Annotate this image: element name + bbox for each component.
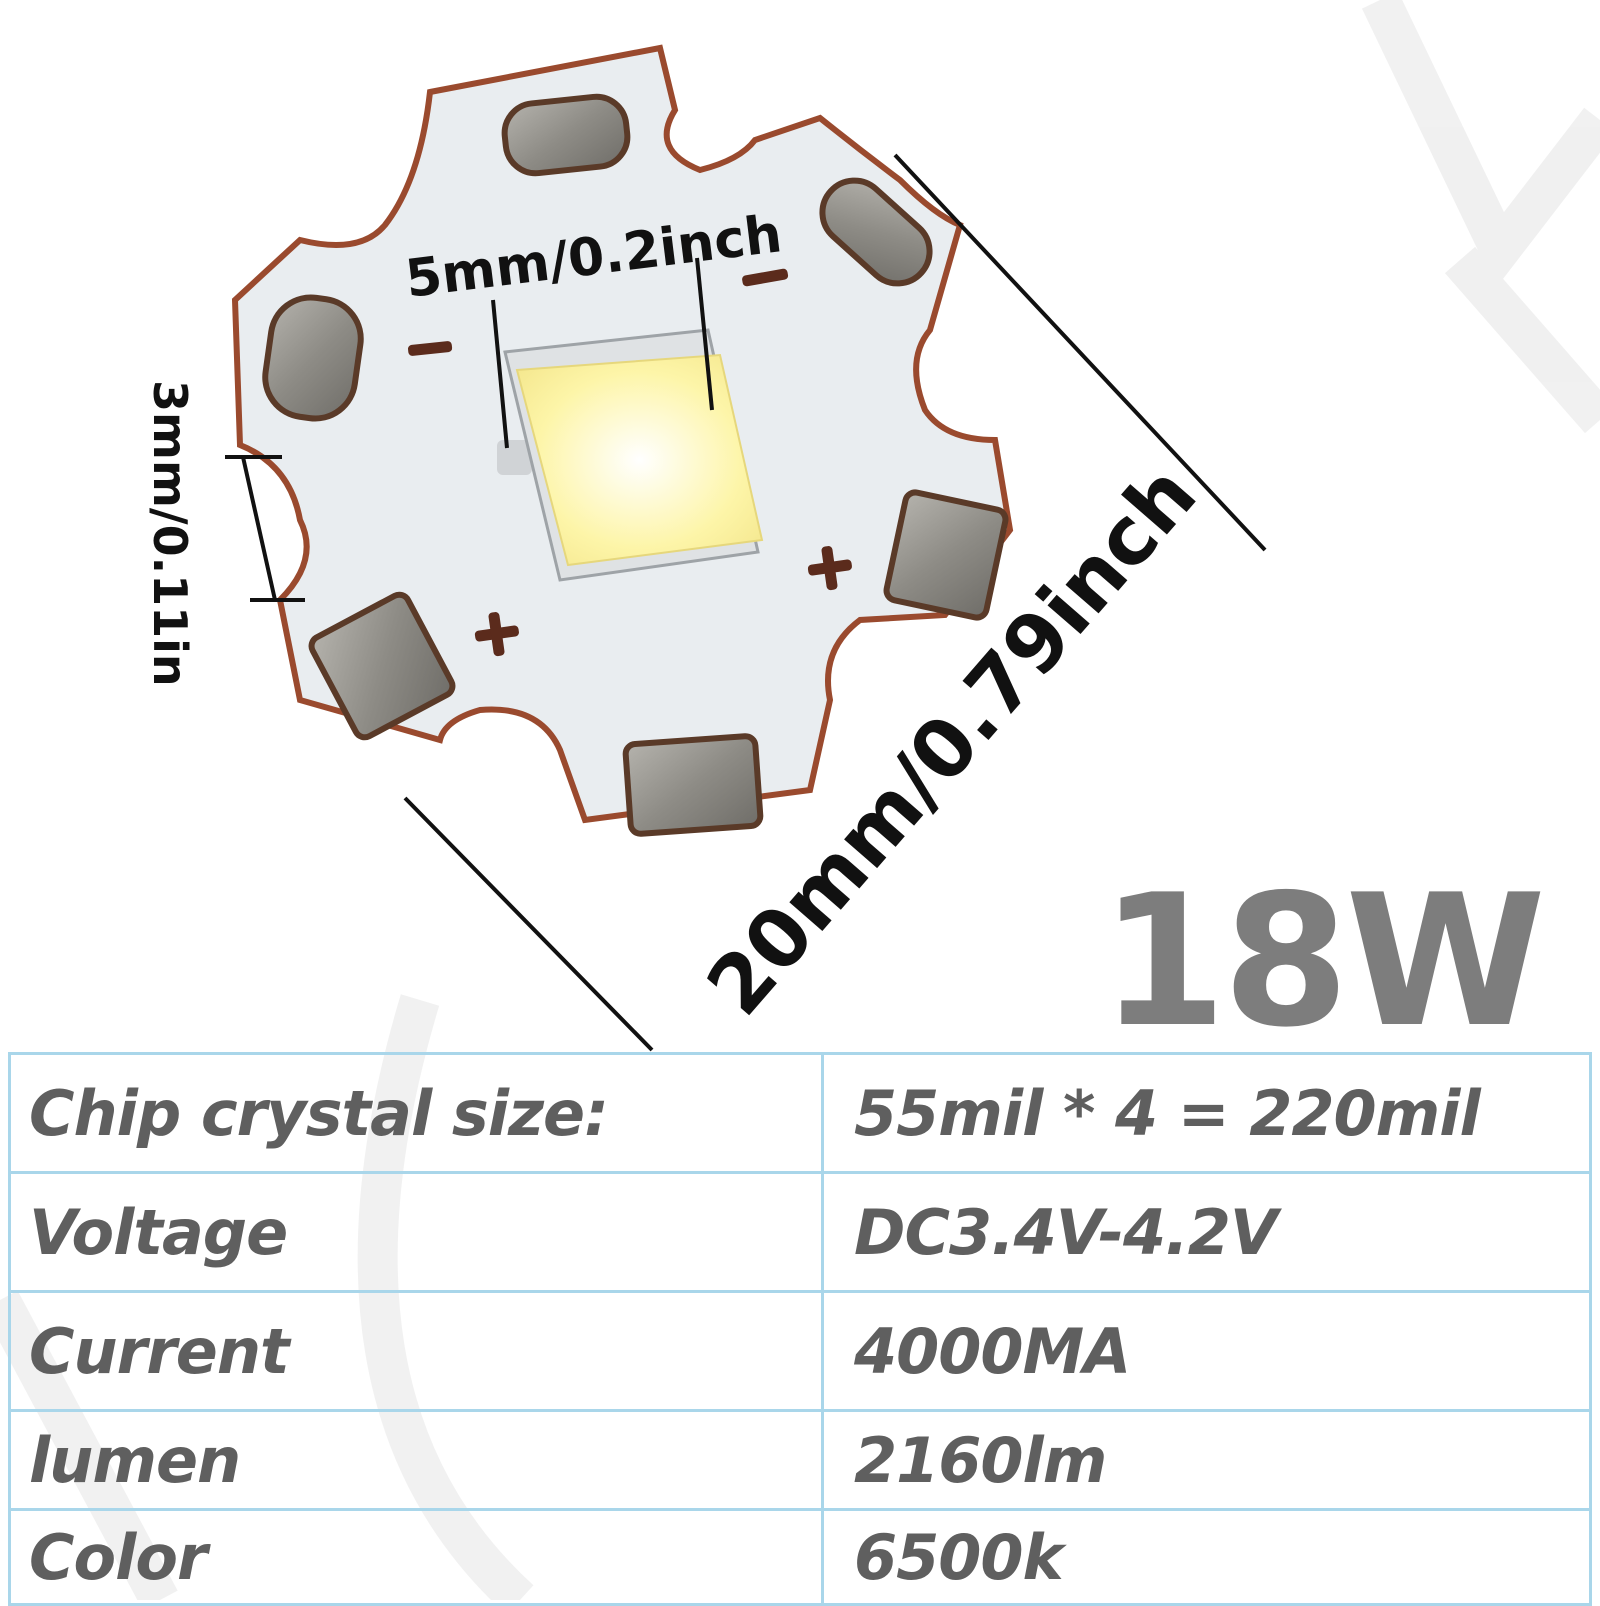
table-row: Current 4000MA — [8, 1290, 1592, 1412]
dimension-lines — [225, 153, 1267, 1052]
pad-right — [883, 489, 1009, 621]
pad-bottom — [622, 733, 764, 837]
notch-label: 3mm/0.11in — [143, 380, 197, 687]
led-chip — [515, 353, 764, 567]
board-diameter-line-top — [893, 153, 1267, 552]
spec-value: DC3.4V-4.2V — [821, 1171, 1592, 1293]
pad-left — [262, 294, 364, 422]
spec-label: Voltage — [8, 1171, 824, 1293]
spec-label: Current — [8, 1290, 824, 1412]
spec-label: lumen — [8, 1409, 824, 1511]
spec-value: 55mil * 4 = 220mil — [821, 1052, 1592, 1174]
plus-mark-left — [474, 612, 519, 657]
notch-line-vertical — [241, 456, 277, 601]
spec-value: 6500k — [821, 1508, 1592, 1606]
polarity-marks — [407, 268, 852, 657]
table-row: Color 6500k — [8, 1508, 1592, 1606]
pad-top-right — [819, 177, 933, 287]
table-row: Voltage DC3.4V-4.2V — [8, 1171, 1592, 1293]
led-package — [497, 328, 764, 582]
board-diameter-line-bottom — [403, 796, 654, 1052]
solder-pads — [262, 93, 1009, 837]
spec-label: Color — [8, 1508, 824, 1606]
table-row: lumen 2160lm — [8, 1409, 1592, 1511]
chip-width-line-right — [695, 257, 714, 411]
plus-mark-right — [807, 546, 852, 591]
power-rating: 18W — [1100, 855, 1546, 1067]
spec-table: Chip crystal size: 55mil * 4 = 220mil Vo… — [8, 1052, 1592, 1606]
minus-mark-left — [407, 341, 453, 356]
spec-value: 4000MA — [821, 1290, 1592, 1412]
chip-width-line-left — [491, 299, 509, 449]
spec-label: Chip crystal size: — [8, 1052, 824, 1174]
spec-value: 2160lm — [821, 1409, 1592, 1511]
table-row: Chip crystal size: 55mil * 4 = 220mil — [8, 1052, 1592, 1174]
minus-mark-right — [742, 268, 789, 287]
pad-bottom-left — [308, 591, 456, 741]
pad-top — [501, 93, 631, 177]
